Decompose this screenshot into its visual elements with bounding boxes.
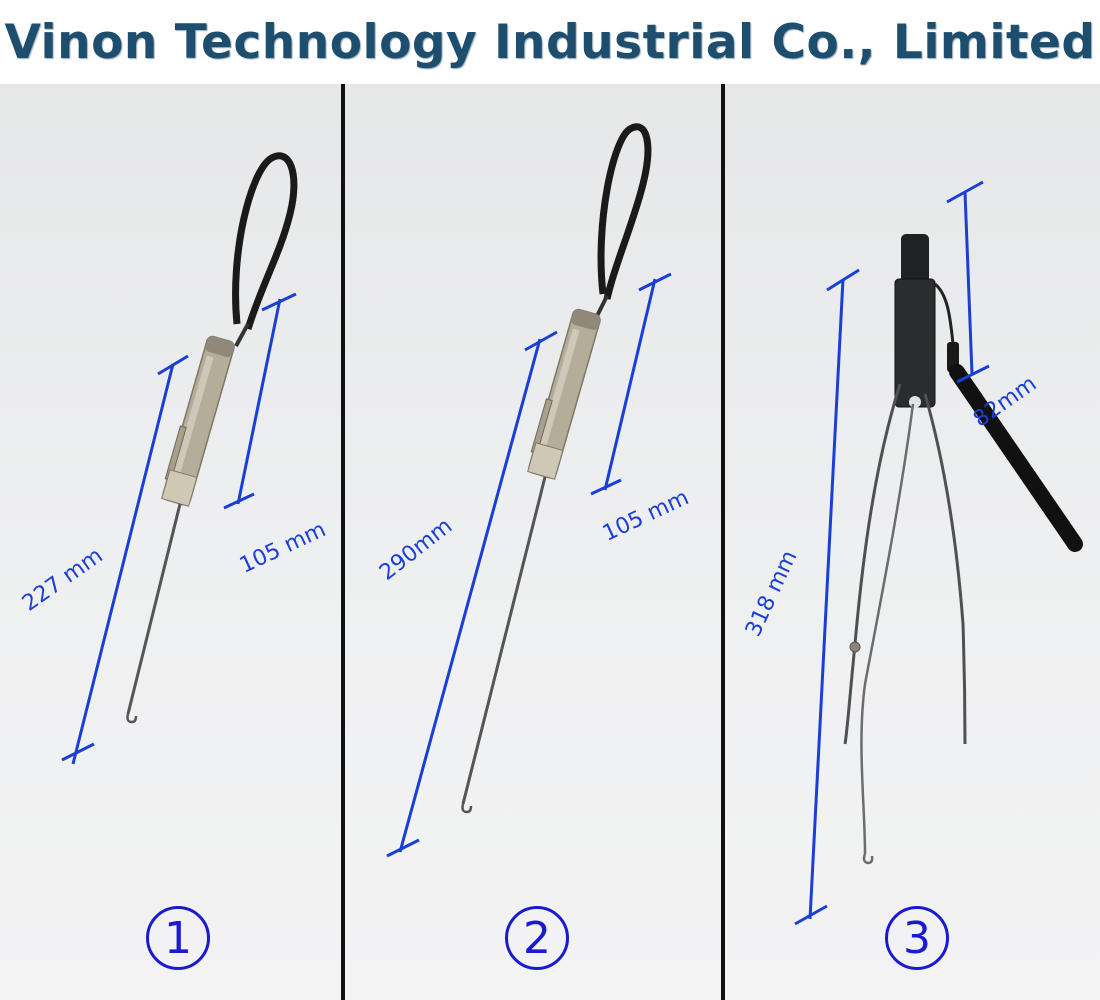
- strap-cord: [595, 295, 609, 317]
- hook: [126, 713, 138, 724]
- wrist-strap: [949, 364, 1083, 552]
- divider-1: [341, 84, 345, 1000]
- handle-length-line: [963, 191, 974, 375]
- panel-number-1: 1: [146, 906, 210, 970]
- company-title: Vinon Technology Industrial Co., Limited: [4, 14, 1096, 70]
- product-panels: 227 mm 105 mm 1 290mm 105 mm: [0, 84, 1100, 1000]
- total-length-line: [808, 278, 845, 920]
- tool-2-illustration: [386, 123, 672, 858]
- strap-cord: [234, 323, 250, 347]
- hook: [461, 803, 473, 814]
- total-length-line: [71, 363, 175, 765]
- header-banner: Vinon Technology Industrial Co., Limited: [0, 0, 1100, 84]
- handle-length-line: [236, 298, 282, 505]
- flashlight-lens: [909, 396, 921, 408]
- rod: [461, 476, 547, 805]
- flashlight-head: [901, 234, 929, 284]
- handle: [161, 335, 235, 507]
- handle-length-line: [603, 278, 657, 491]
- hook: [862, 853, 874, 865]
- strap-loop: [597, 123, 652, 300]
- panel-1: 227 mm 105 mm 1: [0, 84, 342, 1000]
- claw-wire-2: [860, 403, 915, 855]
- panel-3: 318 mm 82mm 3: [725, 84, 1100, 1000]
- claw-wire-1: [843, 383, 902, 745]
- claw-wire-3: [923, 393, 967, 745]
- strap-loop: [232, 152, 298, 331]
- tool-1-illustration: [61, 152, 298, 765]
- rod: [126, 503, 182, 715]
- panel-number-2: 2: [505, 906, 569, 970]
- panel-number-3: 3: [885, 906, 949, 970]
- tool-3-illustration: [794, 180, 1083, 926]
- divider-2: [721, 84, 725, 1000]
- panel-2: 290mm 105 mm 2: [345, 84, 722, 1000]
- total-length-line: [398, 338, 542, 853]
- handle: [527, 308, 601, 480]
- flashlight-body: [894, 278, 936, 408]
